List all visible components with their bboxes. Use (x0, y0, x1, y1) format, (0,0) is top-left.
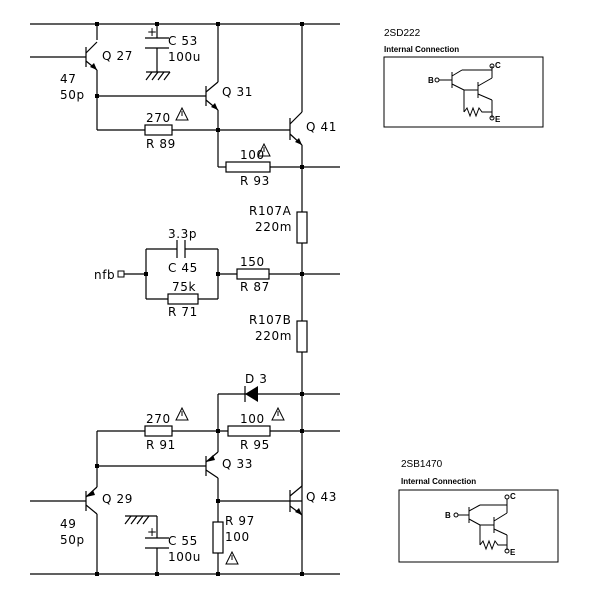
nfb-terminal (117, 270, 125, 278)
r107a-value: 220m (255, 220, 292, 234)
r89-resistor (144, 124, 173, 136)
q29-label: Q 29 (102, 492, 133, 506)
r87-value: 150 (240, 255, 265, 269)
box1-subtitle: Internal Connection (384, 45, 459, 54)
box2-subtitle: Internal Connection (401, 477, 476, 486)
r107a-resistor (296, 211, 308, 244)
c55-label: C 55 (168, 534, 198, 548)
svg-text:+: + (147, 25, 158, 39)
box2-part-number: 2SB1470 (401, 459, 443, 470)
c45-value: 3.3p (168, 227, 197, 241)
box1-darlington-symbol (434, 63, 495, 121)
box1-part-number: 2SD222 (384, 28, 421, 39)
q31-label: Q 31 (222, 85, 253, 99)
c45-label: C 45 (168, 261, 198, 275)
r107b-label: R107B (249, 313, 291, 327)
r87-label: R 87 (240, 280, 270, 294)
warning-icon (257, 142, 271, 157)
box2-frame (398, 489, 559, 563)
c53-capacitor: + (145, 25, 171, 81)
box2-collector-label: C (510, 492, 516, 501)
junction-dots (95, 22, 304, 576)
r95-resistor (227, 425, 271, 437)
box1-frame (383, 56, 544, 128)
r87-resistor (236, 268, 270, 280)
q29-value1: 49 (60, 517, 76, 531)
q27-transistor (85, 41, 98, 71)
warning-icon (225, 550, 239, 565)
r71-label: R 71 (168, 305, 198, 319)
r91-resistor (144, 425, 173, 437)
q27-value2: 50p (60, 88, 85, 102)
r93-value: 100 (240, 148, 265, 162)
box2-base-label: B (445, 511, 451, 520)
r89-value: 270 (146, 111, 171, 125)
q41-label: Q 41 (306, 120, 337, 134)
r93-resistor (225, 161, 271, 173)
nfb-label: nfb (94, 268, 115, 282)
r107b-resistor (296, 320, 308, 353)
box1-emitter-label: E (495, 115, 501, 124)
top-wiring (30, 23, 340, 212)
c53-value: 100u (168, 50, 201, 64)
svg-text:+: + (147, 525, 158, 539)
q33-label: Q 33 (222, 457, 253, 471)
q29-transistor (85, 486, 98, 515)
c55-capacitor: + (124, 515, 169, 549)
r91-label: R 91 (146, 438, 176, 452)
warning-icon (175, 106, 189, 121)
warning-icon (175, 406, 189, 421)
bottom-wiring (30, 393, 340, 575)
r91-value: 270 (146, 412, 171, 426)
r93-label: R 93 (240, 174, 270, 188)
q27-label: Q 27 (102, 49, 133, 63)
c55-value: 100u (168, 550, 201, 564)
q41-transistor (289, 111, 303, 146)
r97-value: 100 (225, 530, 250, 544)
r95-value: 100 (240, 412, 265, 426)
r89-label: R 89 (146, 137, 176, 151)
c45-capacitor (176, 240, 186, 258)
q29-value2: 50p (60, 533, 85, 547)
box2-emitter-label: E (510, 548, 516, 557)
q43-label: Q 43 (306, 490, 337, 504)
box2-darlington-symbol (453, 494, 510, 554)
q33-transistor (205, 451, 219, 479)
q31-transistor (205, 81, 219, 111)
r71-value: 75k (172, 280, 196, 294)
q27-value1: 47 (60, 72, 76, 86)
r107b-value: 220m (255, 329, 292, 343)
warning-icon (271, 406, 285, 421)
r97-resistor (212, 521, 224, 554)
r71-resistor (167, 293, 199, 305)
d3-diode (244, 386, 258, 402)
c53-label: C 53 (168, 34, 198, 48)
box1-base-label: B (428, 76, 434, 85)
d3-label: D 3 (245, 372, 268, 386)
r95-label: R 95 (240, 438, 270, 452)
q43-transistor (289, 470, 303, 516)
r97-label: R 97 (225, 514, 255, 528)
box1-collector-label: C (495, 61, 501, 70)
r107a-label: R107A (249, 204, 292, 218)
